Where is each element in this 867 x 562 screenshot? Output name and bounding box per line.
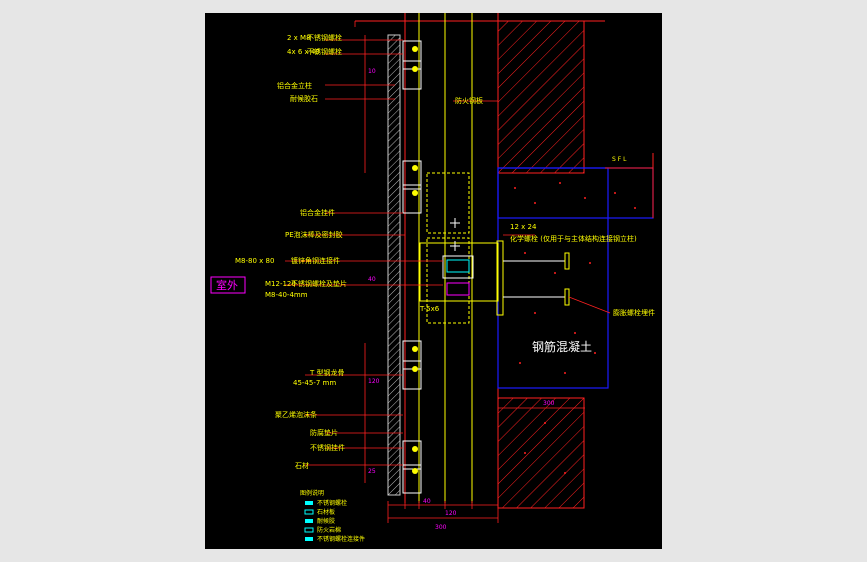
- annotation-group: 2 x M8 不锈钢螺栓 4x 6 x 40 不锈钢螺栓 铝合金立柱 耐候胶石 …: [235, 33, 655, 470]
- stone-panel: [387, 34, 401, 496]
- dim-c: 120: [368, 378, 380, 385]
- legend: 图例说明 不锈钢螺栓 石材板 耐候胶 防火岩棉 不锈钢螺栓连接件: [300, 489, 365, 543]
- legend-swatch-5: [305, 537, 313, 541]
- concrete-wall-upper: [497, 20, 585, 174]
- legend-title: 图例说明: [300, 489, 324, 497]
- label-bracket: 镀锌角钢连接件: [291, 256, 340, 265]
- label-concrete: 钢筋混凝土: [532, 339, 592, 354]
- label-aluminum-tube: 铝合金立柱: [277, 81, 312, 90]
- label-fireproof: 膨胀螺栓埋件: [613, 308, 655, 317]
- dim-conc: 300: [543, 400, 555, 407]
- legend-item-3: 耐候胶: [317, 517, 335, 525]
- slab-aggregate: [514, 182, 636, 474]
- slab-edge: [497, 167, 654, 219]
- stone-clamp-2: [402, 160, 422, 214]
- legend-swatch-2: [304, 509, 314, 515]
- label-outdoor: 室外: [216, 278, 238, 292]
- dim-b: 40: [368, 276, 376, 283]
- legend-swatch-4: [304, 527, 314, 533]
- bracket-inner-3: [446, 282, 470, 296]
- concrete-slab: [497, 167, 609, 389]
- label-small-h: T-5x6: [419, 305, 440, 313]
- label-small-d: M8-40-4mm: [265, 291, 308, 299]
- label-cushion: 不锈钢螺栓: [307, 47, 342, 56]
- cad-drawing-canvas: 2 x M8 不锈钢螺栓 4x 6 x 40 不锈钢螺栓 铝合金立柱 耐候胶石 …: [205, 13, 662, 549]
- bracket-frame: [419, 242, 499, 302]
- dim-bot-2: 120: [445, 510, 457, 517]
- concrete-wall-lower: [497, 397, 585, 509]
- label-backer: T 型钢龙骨: [309, 368, 345, 377]
- label-fastener: 防腐垫片: [310, 428, 338, 437]
- dimension-lines: [354, 21, 585, 523]
- label-small-b: 4x 6 x 40: [287, 48, 320, 56]
- stone-clamp-4: [402, 440, 422, 494]
- legend-item-1: 不锈钢螺栓: [317, 499, 347, 507]
- dim-a: 10: [368, 68, 376, 75]
- label-sfl: S F L: [612, 156, 627, 163]
- label-sub-bracket: 不锈钢挂件: [310, 443, 345, 452]
- legend-swatch-3: [305, 519, 313, 523]
- label-anchor-note: 化学螺栓 (仅用于与主体结构连接钢立柱): [510, 234, 637, 243]
- label-hanger: 铝合金挂件: [300, 208, 335, 217]
- bolt-end-upper: [564, 252, 570, 270]
- stone-clamp-1: [402, 40, 422, 90]
- legend-swatch-1: [305, 501, 313, 505]
- legend-item-4: 防火岩棉: [317, 526, 341, 534]
- label-small-a: 2 x M8: [287, 34, 311, 42]
- leader-lines: [285, 39, 611, 466]
- dim-total: 300: [435, 524, 447, 531]
- label-bolt-spec: 不锈钢螺栓及垫片: [291, 279, 347, 288]
- bracket-box-lower: [426, 237, 470, 324]
- stone-clamp-3: [402, 340, 422, 390]
- label-small-c: M8-80 x 80: [235, 257, 274, 265]
- label-foam: PE泡沫棒及密封胶: [285, 230, 343, 239]
- legend-item-2: 石材板: [317, 508, 335, 516]
- label-small-i: 45-45-7 mm: [293, 379, 336, 387]
- label-spacer: 石材: [295, 461, 309, 470]
- bracket-box-upper: [426, 172, 470, 234]
- label-stone-pillar: 不锈钢螺栓: [307, 33, 342, 42]
- dim-d: 25: [368, 468, 376, 475]
- outdoor-box: [210, 276, 246, 294]
- legend-item-5: 不锈钢螺栓连接件: [317, 535, 365, 543]
- dim-bot-1: 40: [423, 498, 431, 505]
- bolt-end-lower: [564, 288, 570, 306]
- label-small-e: M12-120: [265, 280, 296, 288]
- dim-text-group: 10 40 120 25 40 120 300 300: [368, 68, 555, 531]
- bracket-inner-2: [446, 259, 470, 273]
- bracket-inner-1: [442, 255, 474, 279]
- label-sheet: 防火钢板: [455, 96, 483, 105]
- label-joint: 耐候胶石: [290, 94, 318, 103]
- anchor-plate: [496, 240, 504, 316]
- label-sealant: 聚乙烯泡沫条: [275, 410, 317, 419]
- cad-drawing-svg: 2 x M8 不锈钢螺栓 4x 6 x 40 不锈钢螺栓 铝合金立柱 耐候胶石 …: [210, 13, 655, 543]
- label-small-k: 12 x 24: [510, 223, 537, 231]
